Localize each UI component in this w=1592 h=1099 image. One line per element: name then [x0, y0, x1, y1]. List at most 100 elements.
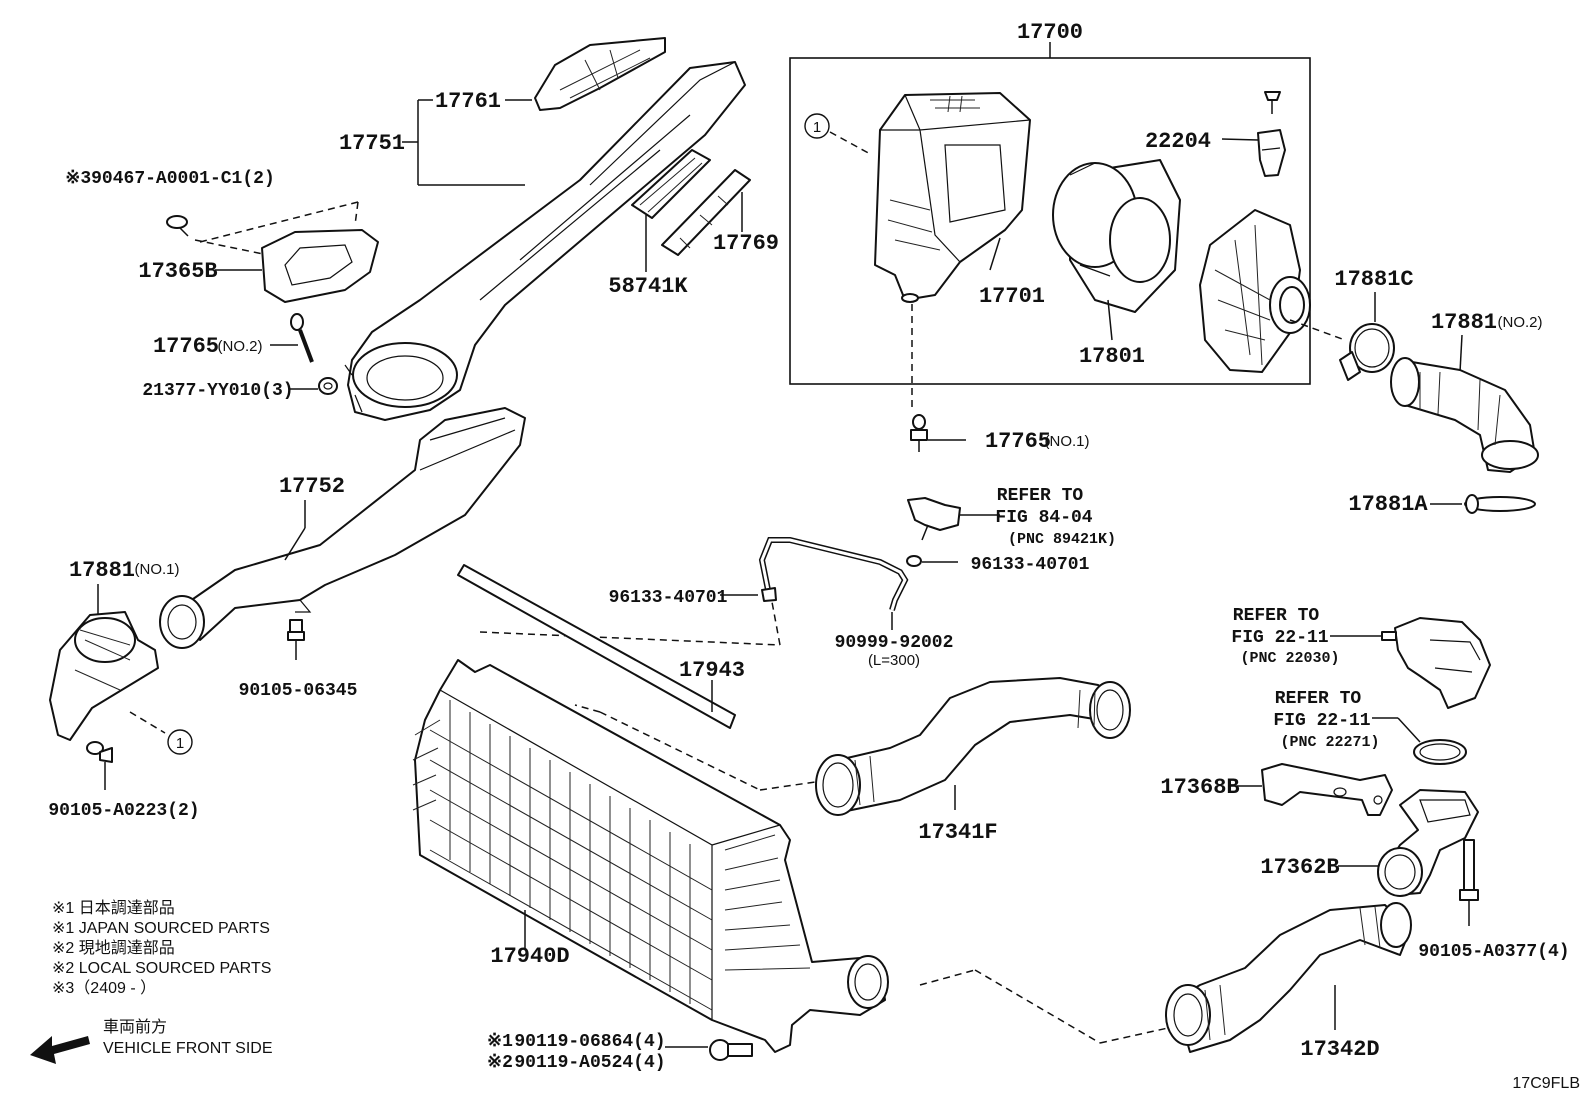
ref-fig84-line1[interactable]: REFER TO	[997, 486, 1084, 506]
left-small-parts-group: ※390467-A0001-C1(2) 17365B 17765 (NO.2) …	[65, 169, 379, 401]
label-58741k[interactable]: 58741K	[608, 274, 688, 299]
air-filter-element-part[interactable]	[1052, 159, 1181, 313]
label-17765-no2[interactable]: 17765	[153, 334, 219, 359]
figure-code: 17C9FLB	[1512, 1075, 1580, 1092]
label-17881a[interactable]: 17881A	[1348, 492, 1428, 517]
label-17943[interactable]: 17943	[679, 658, 745, 683]
ref-fig84-pnc: (PNC 89421K)	[1008, 531, 1116, 548]
label-17765-no1-sub: (NO.1)	[1045, 433, 1090, 450]
bolt-90105-06345-part[interactable]	[287, 619, 305, 660]
legend-line-3: ※2 現地調達部品	[52, 939, 175, 957]
ref-circle-1-left-label: 1	[176, 735, 184, 752]
label-90119-a0524[interactable]: 90119-A0524(4)	[514, 1053, 665, 1073]
label-17765-no2-sub: (NO.2)	[218, 338, 263, 355]
air-inlet-part[interactable]	[344, 61, 746, 421]
label-17365b[interactable]: 17365B	[138, 259, 217, 284]
bolt-90119-part[interactable]	[709, 1039, 753, 1061]
label-17751[interactable]: 17751	[339, 131, 405, 156]
legend-line-1: ※1 日本調達部品	[52, 899, 175, 917]
label-17700[interactable]: 17700	[1017, 20, 1083, 45]
intercooler-part[interactable]	[412, 659, 889, 1053]
label-90999-len: (L=300)	[868, 652, 920, 669]
ref-fig22b-pnc: (PNC 22271)	[1280, 734, 1379, 751]
bolt-90105-a0223-part[interactable]	[86, 741, 113, 790]
bolt-17765-no1-part[interactable]	[910, 414, 928, 452]
label-22204[interactable]: 22204	[1145, 129, 1211, 154]
legend: ※1 日本調達部品 ※1 JAPAN SOURCED PARTS ※2 現地調達…	[52, 899, 271, 997]
label-96133-right[interactable]: 96133-40701	[971, 555, 1090, 575]
gasket-22271-part[interactable]	[1413, 739, 1467, 765]
label-17801[interactable]: 17801	[1079, 344, 1145, 369]
hose-17341f-part[interactable]	[815, 677, 1131, 816]
label-96133-left[interactable]: 96133-40701	[609, 588, 728, 608]
ref-fig22b-line2[interactable]: FIG 22-11	[1273, 711, 1370, 731]
ref-fig22b-line1[interactable]: REFER TO	[1275, 689, 1362, 709]
label-90999[interactable]: 90999-92002	[835, 633, 954, 653]
direction-en: VEHICLE FRONT SIDE	[103, 1040, 273, 1057]
mass-air-flow-sensor-part[interactable]	[1257, 91, 1286, 177]
label-17701[interactable]: 17701	[979, 284, 1045, 309]
bracket-17368b-part[interactable]	[1261, 763, 1393, 816]
label-17752[interactable]: 17752	[279, 474, 345, 499]
label-17342d[interactable]: 17342D	[1300, 1037, 1379, 1062]
label-17765-no1[interactable]: 17765	[985, 429, 1051, 454]
intercooler-duct-group: 17752 90105-06345 17881 (NO.1) 1 90105-A…	[48, 407, 526, 821]
label-17881-no2[interactable]: 17881	[1431, 310, 1497, 335]
bolt-mark-2: ※2	[487, 1053, 513, 1073]
bolt-17765-no2-part[interactable]	[290, 313, 314, 363]
label-21377[interactable]: 21377-YY010(3)	[142, 381, 293, 401]
label-17881c[interactable]: 17881C	[1334, 267, 1413, 292]
label-17341f[interactable]: 17341F	[918, 820, 997, 845]
nut-21377-part[interactable]	[318, 377, 338, 395]
air-cleaner-case-part[interactable]	[874, 92, 1031, 303]
label-17881-no1[interactable]: 17881	[69, 558, 135, 583]
ref-fig22a-line2[interactable]: FIG 22-11	[1231, 628, 1328, 648]
hose-17881-no2-part[interactable]	[1390, 357, 1539, 473]
ref-fig22a-line1[interactable]: REFER TO	[1233, 606, 1320, 626]
ref-fig84-line2[interactable]: FIG 84-04	[995, 508, 1092, 528]
hose-17881-no1-part[interactable]	[49, 611, 159, 741]
seal-58741k-part[interactable]	[631, 149, 711, 219]
seal-17943-part[interactable]	[457, 564, 736, 729]
label-90119-06864[interactable]: 90119-06864(4)	[514, 1032, 665, 1052]
ref-circle-1-top-label: 1	[813, 119, 821, 136]
clamp-17881a-part[interactable]	[1464, 494, 1536, 514]
label-90105-a0223[interactable]: 90105-A0223(2)	[48, 801, 199, 821]
direction-jp: 車両前方	[103, 1018, 167, 1036]
label-17769[interactable]: 17769	[713, 231, 779, 256]
hose-17342d-part[interactable]	[1165, 902, 1412, 1053]
pressure-sensor-part[interactable]	[1381, 617, 1491, 709]
clip-90467-part[interactable]	[166, 215, 189, 237]
legend-line-2: ※1 JAPAN SOURCED PARTS	[52, 920, 270, 937]
label-90467[interactable]: ※390467-A0001-C1(2)	[65, 169, 275, 189]
label-17761[interactable]: 17761	[435, 89, 501, 114]
seal-17769-part[interactable]	[661, 169, 751, 256]
label-17940d[interactable]: 17940D	[490, 944, 569, 969]
clamp-17881c-part[interactable]	[1339, 323, 1395, 381]
inlet-cover-part[interactable]	[534, 37, 666, 111]
legend-line-4: ※2 LOCAL SOURCED PARTS	[52, 960, 271, 977]
bolt-90105-a0377-part[interactable]	[1459, 839, 1479, 926]
air-cleaner-group: 17700 1 17701 17801	[789, 20, 1346, 412]
hose-90999-part[interactable]	[758, 537, 909, 611]
ref-fig22a-pnc: (PNC 22030)	[1240, 650, 1339, 667]
legend-line-5: ※3（2409 - ）	[52, 979, 156, 997]
clip-96133-left-part[interactable]	[761, 587, 777, 602]
label-90105-a0377[interactable]: 90105-A0377(4)	[1418, 942, 1569, 962]
label-17362b[interactable]: 17362B	[1260, 855, 1339, 880]
bracket-17365b-part[interactable]	[261, 229, 379, 303]
vehicle-front-indicator: 車両前方 VEHICLE FRONT SIDE	[30, 1018, 273, 1064]
clip-96133-right-part[interactable]	[906, 555, 922, 567]
label-17881-no1-sub: (NO.1)	[135, 561, 180, 578]
ref-circle-1-top	[804, 113, 830, 139]
vacuum-hose-group: REFER TO FIG 84-04 (PNC 89421K) 96133-40…	[479, 486, 1116, 669]
air-cleaner-cap-part[interactable]	[1199, 209, 1311, 373]
pipe-17362b-part[interactable]	[1377, 789, 1479, 897]
air-inlet-group: 17761 17751 58741K 17769	[339, 37, 779, 421]
bolt-mark-1: ※1	[487, 1032, 513, 1052]
label-17368b[interactable]: 17368B	[1160, 775, 1239, 800]
label-90105-06345[interactable]: 90105-06345	[239, 681, 358, 701]
duct-17752-part[interactable]	[159, 407, 526, 649]
sensor-bracket-part[interactable]	[907, 497, 961, 541]
